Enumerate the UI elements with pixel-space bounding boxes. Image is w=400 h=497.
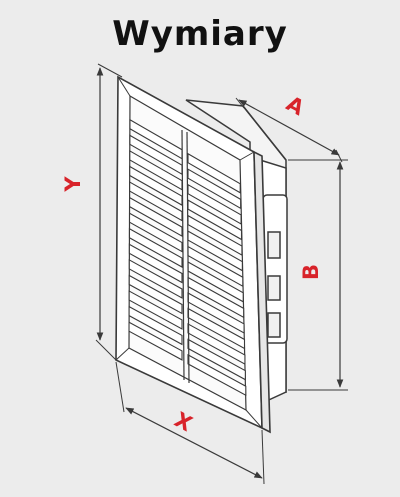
slat <box>187 168 242 210</box>
label-y: Y <box>61 176 85 193</box>
slat <box>128 274 183 315</box>
center-divider <box>181 129 185 381</box>
side-plate <box>259 158 288 406</box>
slat <box>128 227 183 268</box>
slat <box>187 338 246 381</box>
dimension-y: Y <box>61 63 123 361</box>
slat <box>187 353 247 397</box>
slat <box>128 212 183 253</box>
slat <box>129 181 183 222</box>
slat <box>129 165 183 207</box>
label-x: X <box>170 407 196 436</box>
slat <box>128 321 183 361</box>
dimension-b: B <box>288 159 348 391</box>
clip <box>267 312 281 338</box>
slat <box>128 290 183 330</box>
slat <box>128 243 183 284</box>
clip <box>267 275 281 301</box>
louver-slats <box>128 118 247 397</box>
slat <box>187 152 241 194</box>
label-b: B <box>299 264 323 280</box>
slat <box>129 196 183 238</box>
page-title: Wymiary <box>112 14 288 54</box>
center-divider <box>186 131 190 384</box>
slat <box>128 258 183 299</box>
clip <box>267 231 281 259</box>
label-a: A <box>282 91 308 120</box>
slat <box>128 305 183 346</box>
